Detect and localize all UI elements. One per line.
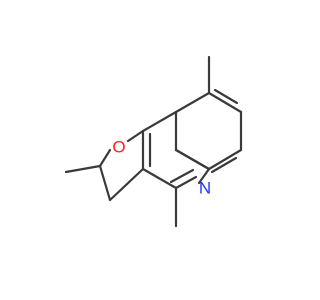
bond-c3-c3a bbox=[108, 167, 145, 202]
bond-c7-c6 bbox=[207, 148, 243, 171]
oxygen-atom-label: O bbox=[112, 137, 125, 156]
bond-c2-c3 bbox=[98, 164, 112, 202]
bond-o1-c2 bbox=[98, 148, 112, 168]
bond-c4-n5 bbox=[174, 175, 198, 190]
bond-n5-c5a bbox=[197, 167, 211, 185]
bond-c9-c6-double bbox=[213, 88, 239, 105]
molecule-structure: O N bbox=[64, 55, 243, 228]
bond-c9b-c9 bbox=[207, 91, 243, 114]
bond-c3a-c4 bbox=[141, 167, 178, 190]
bond-methyl-c2 bbox=[64, 164, 102, 174]
bond-c7-c6-double bbox=[210, 156, 238, 174]
bond-c9a-o1 bbox=[126, 129, 145, 143]
molecule-canvas: O N bbox=[64, 55, 243, 228]
bond-c4-n5-double bbox=[169, 168, 195, 184]
bond-c5a-c6 bbox=[174, 148, 211, 171]
nitrogen-atom-label: N bbox=[199, 178, 211, 197]
bond-c8a-c9a bbox=[141, 110, 178, 133]
bond-c8a-c9b bbox=[174, 91, 211, 114]
